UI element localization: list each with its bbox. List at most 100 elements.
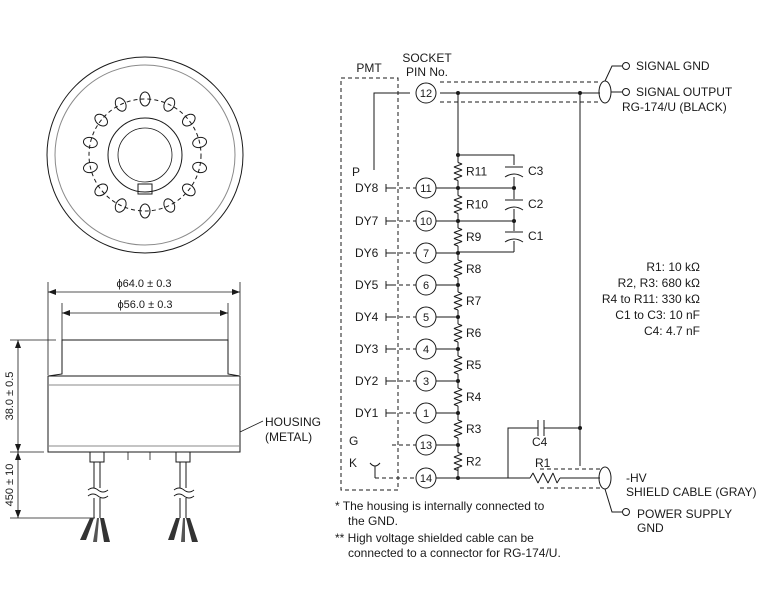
pin-hole: [114, 97, 127, 112]
resistor-label: R11: [466, 165, 487, 179]
resistor-label: R9: [466, 230, 482, 244]
inner-rim: [54, 64, 236, 246]
socket-pin-number: 3: [423, 376, 429, 388]
pin-label: DY5: [355, 278, 379, 292]
center-hole-outer: [107, 117, 183, 193]
resistor: R7: [453, 285, 482, 317]
pin-hole: [192, 136, 208, 149]
pmt-label: PMT: [356, 61, 382, 75]
pin-row: DY5 6: [355, 274, 458, 296]
dim-inner-label: ϕ56.0 ± 0.3: [117, 299, 172, 311]
socket-pin-number: 11: [420, 183, 431, 195]
pin-hole: [82, 161, 98, 174]
socket-pin-number: 14: [420, 473, 432, 485]
pin-row: DY3 4: [355, 338, 458, 360]
resistor: R10: [453, 188, 488, 221]
signal-output-label: SIGNAL OUTPUT: [636, 85, 733, 99]
pin-hole: [163, 97, 176, 112]
note-cable: ** High voltage shielded cable can be: [335, 531, 534, 545]
pin-row: DY8 11: [355, 177, 458, 199]
value-c1-c3: C1 to C3: 10 nF: [615, 308, 700, 322]
socket-side-view: ϕ64.0 ± 0.3 ϕ56.0 ± 0.3 38.0 ± 0.5 450 ±…: [4, 278, 321, 542]
capacitor-label: C2: [528, 197, 544, 211]
power-gnd-sublabel: GND: [637, 521, 664, 535]
housing-sublabel: (METAL): [265, 430, 312, 444]
socket-body: [47, 339, 241, 453]
resistor-label: R10: [466, 198, 488, 212]
cable-right: [168, 451, 198, 542]
hv-label: -HV: [626, 471, 647, 485]
note-housing: * The housing is internally connected to: [335, 499, 545, 513]
note-cable-cont: connected to a connector for RG-174/U.: [348, 546, 561, 560]
resistor-label: R7: [466, 294, 482, 308]
socket-pin-number: 7: [423, 248, 429, 260]
pin-label: DY8: [355, 181, 379, 195]
pin-label: DY4: [355, 310, 379, 324]
resistor: R2: [453, 445, 482, 478]
notes: * The housing is internally connected to…: [335, 499, 561, 560]
pin-hole: [139, 91, 151, 107]
dim-outer-label: ϕ64.0 ± 0.3: [116, 278, 171, 290]
resistor-label: R3: [466, 422, 482, 436]
pin-hole: [192, 161, 208, 174]
resistor: R3: [453, 413, 482, 445]
pin-hole: [94, 183, 108, 197]
pin-hole: [114, 198, 127, 213]
signal-output-terminal: [622, 88, 630, 96]
pin-holes: [82, 91, 208, 219]
pin-hole: [94, 113, 108, 127]
component-values: R1: 10 kΩ R2, R3: 680 kΩ R4 to R11: 330 …: [602, 260, 700, 338]
pin-label: DY3: [355, 342, 379, 356]
pin-row: K 14: [349, 456, 458, 489]
resistor-label: R6: [466, 326, 482, 340]
value-c4: C4: 4.7 nF: [644, 324, 700, 338]
value-r2-r3: R2, R3: 680 kΩ: [618, 276, 700, 290]
pin-label: K: [349, 456, 357, 470]
resistor: R6: [453, 317, 482, 349]
pin-row: G 13: [349, 434, 458, 456]
capacitor-label: C3: [528, 164, 544, 178]
schematic: PMT SOCKET PIN No. SIGNAL GND: [335, 51, 756, 560]
capacitor: C1: [504, 229, 544, 243]
pin-hole: [163, 198, 176, 213]
socket-pin-number: 6: [423, 280, 429, 292]
hv-cable-end: [598, 466, 612, 490]
socket-pin-number: 1: [423, 408, 429, 420]
dim-height-label: 38.0 ± 0.5: [4, 372, 16, 421]
pin-hole: [182, 113, 196, 127]
resistor-label: R2: [466, 455, 482, 469]
pin-label: DY7: [355, 214, 379, 228]
outer-rim: [46, 56, 244, 254]
c4-label: C4: [532, 435, 548, 449]
resistor: R9: [453, 221, 482, 253]
note-housing-cont: the GND.: [348, 514, 398, 528]
cable-left: [80, 451, 110, 542]
pin-hole: [182, 183, 196, 197]
pin-label: G: [349, 434, 358, 448]
resistor: R11: [453, 155, 487, 188]
socket-pin-number: 4: [423, 344, 429, 356]
socket-pin-number: 12: [420, 88, 432, 100]
housing-leader: [239, 420, 264, 433]
dim-cable-label: 450 ± 10: [4, 464, 16, 507]
power-gnd-terminal: [622, 508, 630, 516]
pin-circle: [88, 98, 202, 212]
capacitor: C3: [504, 164, 544, 178]
resistor-label: R5: [466, 358, 482, 372]
signal-gnd-terminal: [622, 62, 630, 70]
value-r1: R1: 10 kΩ: [646, 260, 700, 274]
pmt-box: [340, 77, 399, 491]
r1-label: R1: [535, 456, 551, 470]
power-gnd-label: POWER SUPPLY: [637, 507, 732, 521]
socket-pin-number: 13: [420, 440, 432, 452]
socket-pin-label: PIN No.: [406, 65, 448, 79]
resistor-label: R4: [466, 390, 482, 404]
center-hole-inner: [117, 127, 173, 183]
capacitor-label: C1: [528, 229, 544, 243]
